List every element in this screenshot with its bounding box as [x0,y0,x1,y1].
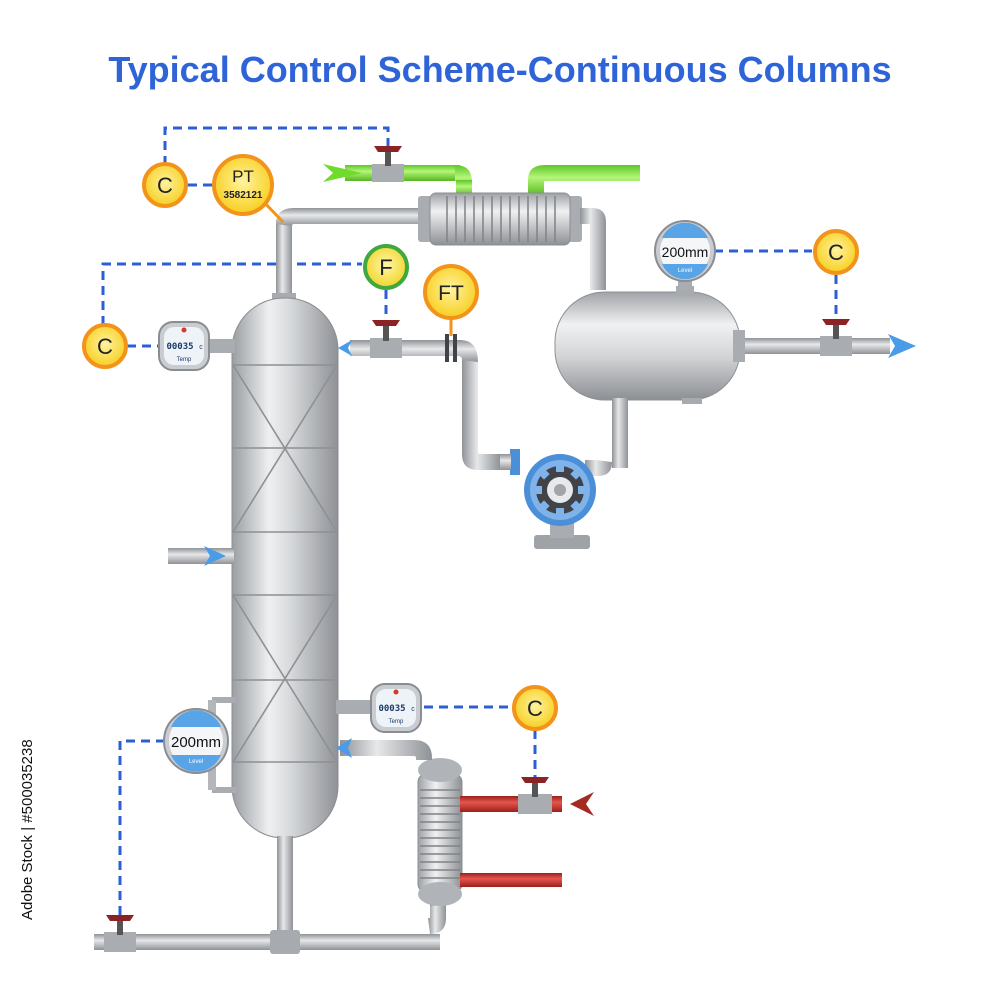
bottom-temperature-gauge: 00035 c Temp [336,683,422,733]
distillation-column [168,297,339,941]
vapor-return-arrow-icon [336,738,352,758]
pressure-signal-line [163,126,390,165]
drum-level-controller[interactable]: C [813,229,859,275]
coolant-line [323,164,640,196]
pressure-transmitter-value: 3582121 [224,190,263,201]
overhead-condenser [418,192,606,290]
pressure-control-valve[interactable] [372,146,404,182]
top-temperature-gauge: 00035 c Temp [158,321,235,371]
column-level-gauge: 200mm Level [163,697,236,793]
reflux-pump [497,449,612,549]
signal-lines [101,126,838,925]
column-level-signal-line [118,739,165,925]
drum-level-value: 200mm [662,244,709,260]
reflux-temp-controller-label: C [97,334,113,359]
bottom-level-control-valve[interactable] [104,915,136,952]
feed-inlet-arrow-icon [204,546,226,566]
flow-controller-label: F [379,255,392,280]
pressure-transmitter[interactable]: PT 3582121 [212,154,285,224]
flow-signal-line [101,262,362,325]
bottom-temp-label: Temp [389,719,404,725]
overhead-vapor-line [272,208,430,301]
drum-level-gauge: 200mm Level [654,220,716,290]
heating-control-valve[interactable] [518,777,552,814]
flow-controller[interactable]: F [363,244,409,290]
reflux-line [338,334,500,470]
reflux-drum [554,286,916,468]
stock-watermark-text: Adobe Stock | #500035238 [19,739,36,920]
bottom-temp-value: 00035 [378,704,405,714]
flow-transmitter[interactable]: FT [423,264,479,336]
top-temp-label: Temp [177,357,192,363]
drum-level-label: Level [678,268,692,274]
column-level-value: 200mm [171,734,221,751]
top-temp-value: 00035 [166,342,193,352]
reboiler-temp-controller[interactable]: C [512,685,558,731]
pressure-controller-label: C [157,173,173,198]
page-title: Typical Control Scheme-Continuous Column… [108,49,891,90]
coolant-inlet-arrow-icon [323,164,362,182]
product-outlet-arrow-icon [888,334,916,358]
reboiler [336,738,594,906]
column-level-label: Level [189,759,203,765]
reflux-flow-control-valve[interactable] [370,320,402,358]
heating-inlet-arrow-icon [570,792,594,816]
bottom-product-line [94,902,446,954]
top-temp-unit: c [199,344,203,351]
reflux-temp-controller[interactable]: C [82,323,128,369]
flow-transmitter-label: FT [438,282,464,305]
bottom-temp-unit: c [411,706,415,713]
pressure-controller[interactable]: C [142,162,188,208]
reboiler-temp-controller-label: C [527,696,543,721]
product-level-control-valve[interactable] [820,319,852,356]
pressure-transmitter-tag: PT [232,167,254,186]
drum-level-controller-label: C [828,240,844,265]
reflux-inlet-arrow-icon [338,340,352,356]
